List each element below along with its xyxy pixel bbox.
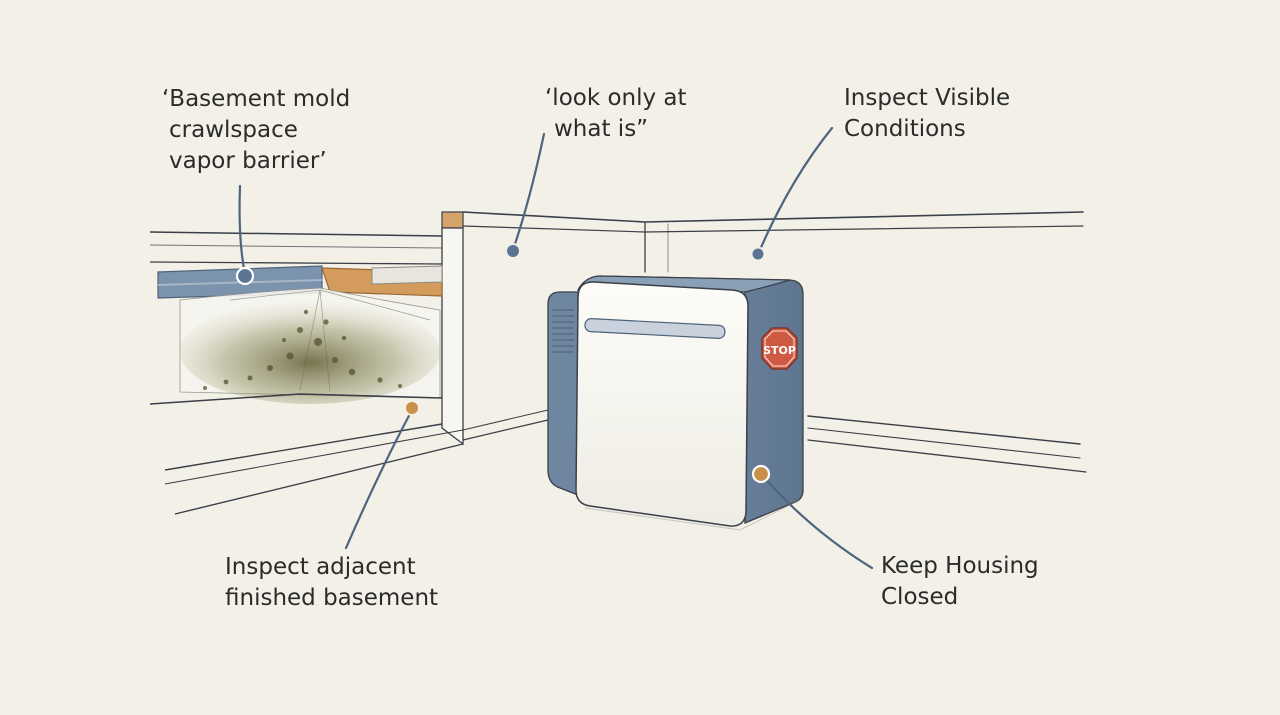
leader-lines (238, 126, 874, 570)
callout-basement-line2: finished basement (225, 585, 439, 611)
stop-sign-label: STOP (763, 344, 796, 357)
callout-visible-line1: Inspect Visible (844, 85, 1011, 111)
callout-look-line2: what is” (554, 116, 649, 142)
leader-crawlspace (238, 184, 247, 276)
crawlspace-opening (149, 231, 464, 515)
leader-look (511, 132, 546, 252)
marker-basement (404, 400, 420, 416)
room-walls (462, 211, 1087, 473)
callout-housing: Keep Housing Closed (881, 551, 1039, 613)
callout-crawlspace-line3: vapor barrier’ (169, 148, 327, 174)
marker-housing (751, 464, 771, 484)
markers (235, 243, 771, 484)
marker-look (505, 243, 521, 259)
callout-crawlspace: ‘Basement mold crawlspace vapor barrier’ (162, 84, 350, 177)
callout-crawlspace-line1: ‘Basement mold (162, 86, 351, 112)
callout-visible: Inspect Visible Conditions (844, 83, 1010, 145)
callout-housing-line2: Closed (881, 584, 959, 610)
marker-crawlspace (235, 266, 255, 286)
callout-visible-line2: Conditions (844, 116, 966, 142)
mold-spots (203, 309, 402, 390)
callout-look: ‘look only at what is” (545, 83, 687, 145)
stop-sign-icon (761, 327, 798, 370)
leader-housing (760, 473, 874, 570)
support-post (441, 211, 464, 446)
callout-housing-line1: Keep Housing (881, 553, 1039, 579)
callout-basement-line1: Inspect adjacent (225, 554, 416, 580)
dehumidifier-unit (547, 275, 804, 531)
callout-crawlspace-line2: crawlspace (169, 117, 298, 143)
leader-basement (344, 408, 414, 550)
marker-visible (750, 246, 766, 262)
leader-visible (757, 126, 834, 254)
vent-grille-icon (552, 309, 574, 353)
mold-patch (180, 300, 440, 404)
handle-slot (584, 318, 726, 339)
callout-basement: Inspect adjacent finished basement (225, 552, 438, 614)
callout-look-line1: ‘look only at (545, 85, 687, 111)
